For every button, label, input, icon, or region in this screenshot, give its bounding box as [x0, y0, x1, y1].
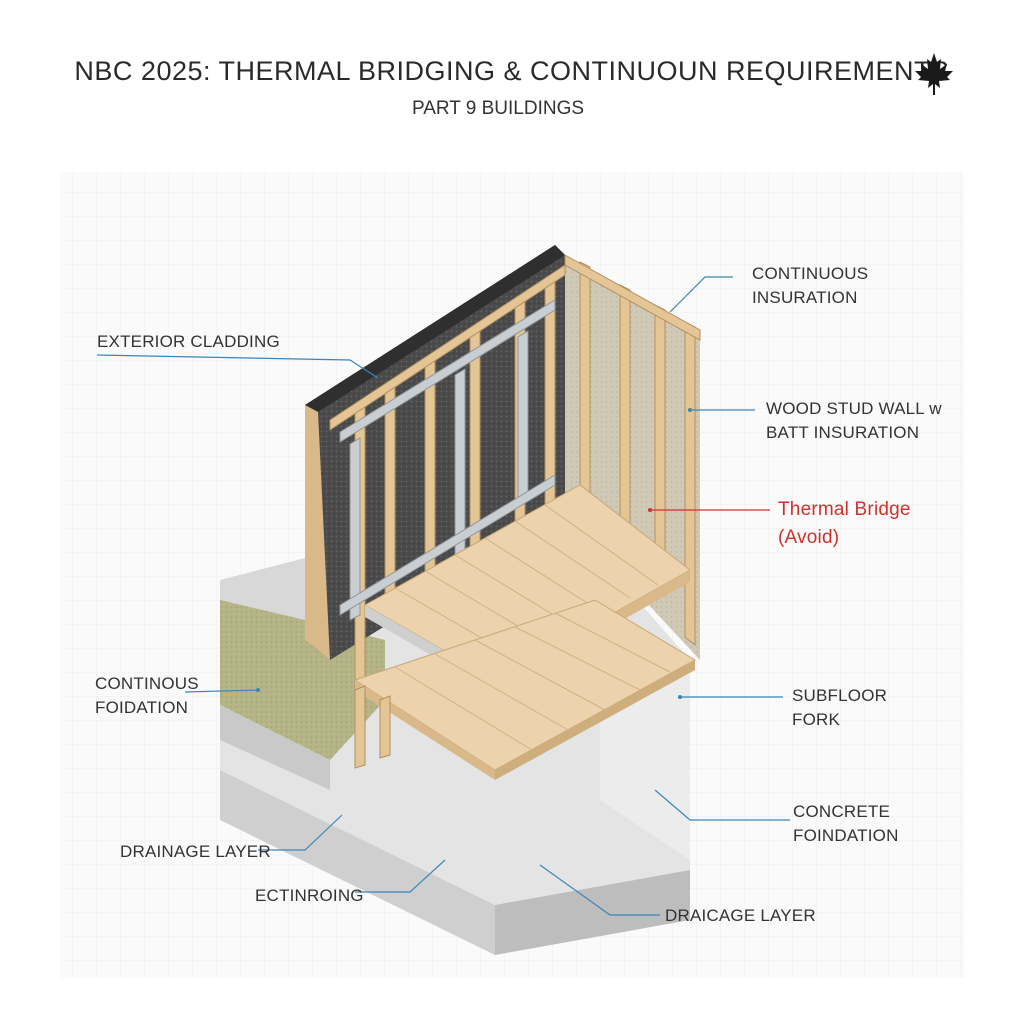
page-title: NBC 2025: THERMAL BRIDGING & CONTINUOUN …: [74, 56, 950, 86]
label-concrete-foundation: CONCRETE FOINDATION: [793, 802, 899, 845]
label-draicage-layer: DRAICAGE LAYER: [665, 906, 816, 925]
label-exterior-cladding: EXTERIOR CLADDING: [97, 332, 280, 351]
page-subtitle: PART 9 BUILDINGS: [411, 98, 585, 119]
label-thermal-bridge: Thermal Bridge (Avoid): [778, 499, 911, 548]
concrete-slab-front: [220, 770, 495, 955]
back-wall-studs: [564, 254, 701, 647]
label-ectinroing: ECTINROING: [255, 886, 364, 905]
concrete-slab-side: [495, 870, 690, 955]
label-subfloor: SUBFLOOR FORK: [792, 686, 888, 729]
metal-girts: [339, 299, 556, 621]
label-continuous-insulation: CONTINUOUS INSURATION: [752, 264, 869, 307]
label-continuous-foundation: CONTINOUS FOIDATION: [95, 674, 199, 717]
label-wood-stud-wall: WOOD STUD WALL w BATT INSURATION: [766, 399, 942, 442]
leader-lines: [96, 276, 790, 916]
label-drainage-layer-left: DRAINAGE LAYER: [120, 842, 271, 861]
maple-leaf-icon: [915, 53, 953, 95]
